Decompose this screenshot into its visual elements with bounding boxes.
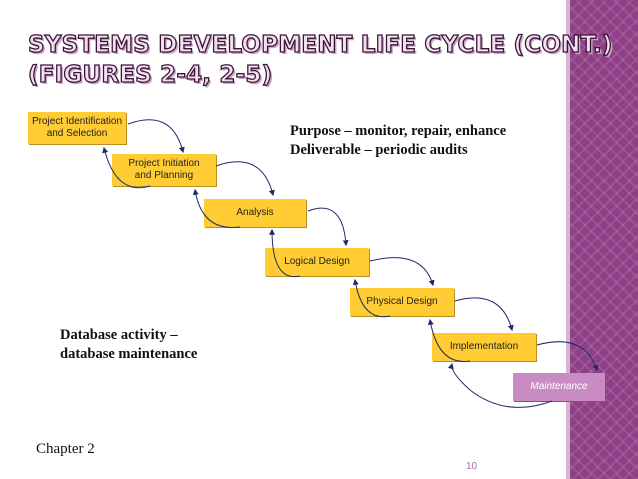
backward-arrow bbox=[269, 228, 301, 278]
phase-label: and Selection bbox=[46, 128, 108, 139]
purpose-text: Purpose – monitor, repair, enhance bbox=[290, 123, 507, 139]
phase-label: and Planning bbox=[134, 170, 194, 181]
phase-label: Analysis bbox=[236, 207, 274, 218]
backward-arrow bbox=[352, 278, 391, 318]
phase-label: Project Identification bbox=[31, 116, 123, 127]
purpose-deliverable-note: Purpose – monitor, repair, enhance Deliv… bbox=[290, 122, 506, 160]
forward-arrow bbox=[536, 341, 599, 372]
phase-box-maintenance: Maintenance bbox=[513, 373, 605, 401]
chapter-label: Chapter 2 bbox=[36, 441, 95, 457]
forward-arrow bbox=[127, 119, 185, 154]
database-activity-line-1: Database activity – bbox=[60, 327, 178, 343]
slide-title: SYSTEMS DEVELOPMENT LIFE CYCLE (CONT.) (… bbox=[27, 30, 613, 90]
phase-label: Physical Design bbox=[366, 296, 438, 307]
page-number: 10 bbox=[466, 461, 478, 472]
forward-arrow bbox=[369, 257, 435, 287]
phase-label: Implementation bbox=[449, 341, 519, 352]
forward-arrow bbox=[307, 207, 349, 247]
phase-box-analysis: Analysis bbox=[204, 199, 306, 227]
side-panel-edge bbox=[566, 0, 570, 479]
deliverable-text: Deliverable – periodic audits bbox=[290, 142, 468, 158]
backward-arrow bbox=[192, 188, 241, 229]
phase-box-implementation: Implementation bbox=[432, 333, 536, 361]
phase-label: Maintenance bbox=[530, 381, 588, 392]
slide-title-line-2: (FIGURES 2-4, 2-5) bbox=[27, 61, 273, 88]
backward-arrow bbox=[447, 362, 553, 408]
backward-arrow bbox=[102, 146, 151, 189]
forward-arrow bbox=[454, 297, 514, 332]
phase-label: Project Initiation bbox=[128, 158, 200, 169]
phase-label: Logical Design bbox=[284, 256, 350, 267]
phase-box-project-identification: Project Identification and Selection bbox=[28, 112, 126, 144]
database-activity-line-2: database maintenance bbox=[60, 346, 198, 362]
forward-arrow bbox=[215, 161, 275, 197]
phase-box-physical-design: Physical Design bbox=[350, 288, 454, 316]
backward-arrow bbox=[427, 318, 471, 362]
slide-title-line-1: SYSTEMS DEVELOPMENT LIFE CYCLE (CONT.) bbox=[27, 31, 613, 58]
phase-box-project-initiation: Project Initiation and Planning bbox=[112, 154, 216, 186]
database-activity-note: Database activity – database maintenance bbox=[60, 326, 197, 364]
